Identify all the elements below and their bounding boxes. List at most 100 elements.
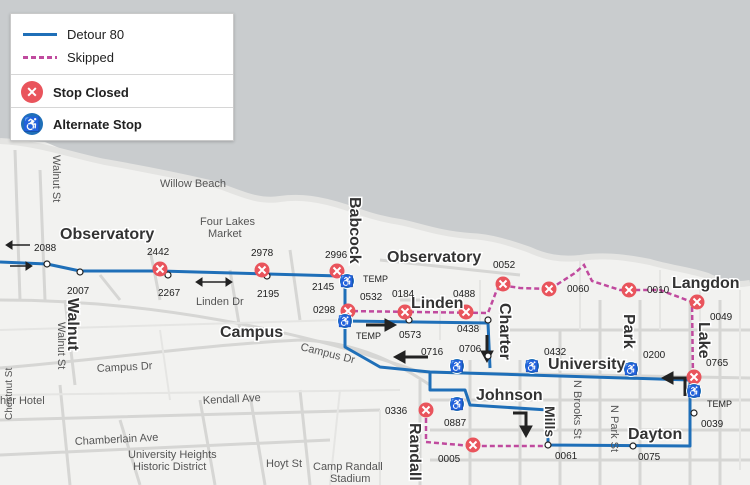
svg-text:0039: 0039 [701,419,724,430]
svg-text:0573: 0573 [399,330,422,341]
svg-text:N Brooks St: N Brooks St [571,380,583,439]
svg-text:0336: 0336 [385,406,408,417]
svg-text:0200: 0200 [643,350,666,361]
svg-text:Historic District: Historic District [133,461,206,473]
svg-text:Chestnut St: Chestnut St [4,368,15,420]
svg-text:Linden Dr: Linden Dr [196,296,244,308]
svg-text:Willow Beach: Willow Beach [160,178,226,190]
stop-closed-icon: ✕ [21,81,43,103]
svg-text:2442: 2442 [147,247,170,258]
legend-stop-closed: ✕ Stop Closed [11,79,233,105]
svg-text:0061: 0061 [555,451,578,462]
svg-text:♿: ♿ [340,275,354,288]
svg-text:0184: 0184 [392,289,415,300]
svg-text:0532: 0532 [360,292,383,303]
svg-text:2996: 2996 [325,250,348,261]
skipped-line-icon [23,55,57,59]
svg-text:Walnut St: Walnut St [50,155,62,202]
legend-stop-closed-label: Stop Closed [53,84,129,100]
svg-text:Randall: Randall [406,423,423,481]
alternate-stop-icon: ♿ [449,396,465,412]
svg-text:her Hotel: her Hotel [0,395,45,407]
svg-text:University Heights: University Heights [128,449,217,461]
svg-text:TEMP: TEMP [356,331,381,341]
stop-closed-icon [686,369,702,385]
svg-text:Market: Market [208,228,242,240]
alternate-stop-icon: ♿ [623,361,639,377]
svg-text:0052: 0052 [493,260,516,271]
svg-text:2088: 2088 [34,243,57,254]
svg-text:♿: ♿ [624,363,638,376]
svg-text:Campus Dr: Campus Dr [97,360,154,375]
svg-text:Walnut St: Walnut St [55,322,67,369]
legend-alternate-stop-label: Alternate Stop [53,116,142,132]
alternate-stop-icon: ♿ [524,358,540,374]
stop-closed-icon [541,281,557,297]
svg-text:Camp Randall: Camp Randall [313,461,383,473]
stop-closed-icon [254,262,270,278]
svg-text:Observatory: Observatory [60,226,154,243]
closed-stops [152,261,705,453]
svg-text:0765: 0765 [706,358,729,369]
svg-text:0005: 0005 [438,454,461,465]
legend-detour-label: Detour 80 [67,26,125,42]
svg-text:♿: ♿ [338,315,352,328]
svg-text:Stadium: Stadium [330,473,370,485]
svg-text:Kendall Ave: Kendall Ave [203,392,261,407]
stop-closed-icon [458,304,474,320]
svg-text:Linden: Linden [411,295,463,312]
svg-text:♿: ♿ [450,398,464,411]
svg-text:Four Lakes: Four Lakes [200,216,256,228]
svg-text:2978: 2978 [251,248,274,259]
svg-text:2267: 2267 [158,288,181,299]
detour-line-icon [23,32,57,36]
legend-skipped: Skipped [11,47,233,67]
svg-text:2007: 2007 [67,286,90,297]
svg-text:Observatory: Observatory [387,249,481,266]
svg-text:Campus: Campus [220,324,283,341]
map-legend: Detour 80 Skipped ✕ Stop Closed ♿ Altern… [10,13,234,141]
svg-text:0438: 0438 [457,324,480,335]
stop-closed-icon [495,276,511,292]
alternate-stop-icon: ♿ [339,273,355,289]
svg-text:Dayton: Dayton [628,426,682,443]
alternate-stop-icon: ♿ [686,383,702,399]
svg-text:Johnson: Johnson [476,387,543,404]
svg-text:Mills: Mills [542,406,558,437]
svg-text:0488: 0488 [453,289,476,300]
svg-text:0887: 0887 [444,418,467,429]
stop-closed-icon [329,263,345,279]
svg-text:0010: 0010 [647,285,670,296]
svg-text:Charter: Charter [496,303,513,360]
stop-closed-icon [152,261,168,277]
svg-text:0716: 0716 [421,347,444,358]
alternate-stop-icon: ♿ [337,313,353,329]
temp-labels: TEMP TEMP TEMP [356,274,732,409]
svg-text:TEMP: TEMP [707,399,732,409]
stop-closed-icon [621,282,637,298]
legend-alternate-stop: ♿ Alternate Stop [11,111,233,137]
svg-text:2145: 2145 [312,282,335,293]
svg-text:0049: 0049 [710,312,733,323]
svg-text:0075: 0075 [638,452,661,463]
svg-text:Hoyt St: Hoyt St [266,458,302,470]
accessible-icon: ♿ [21,113,43,135]
svg-text:Babcock: Babcock [346,197,363,264]
street-labels: Observatory Observatory Walnut Babcock L… [59,196,742,483]
svg-text:University: University [548,356,625,373]
stop-closed-icon [418,402,434,418]
street-grid [0,149,750,485]
svg-text:Walnut: Walnut [64,298,81,351]
svg-text:♿: ♿ [450,360,464,373]
svg-text:0432: 0432 [544,347,567,358]
svg-text:0298: 0298 [313,305,336,316]
alternate-stop-icon: ♿ [449,358,465,374]
stop-closed-icon [465,437,481,453]
svg-text:2195: 2195 [257,289,280,300]
svg-text:Langdon: Langdon [672,275,740,292]
svg-text:Park: Park [620,314,637,349]
svg-text:♿: ♿ [687,385,701,398]
stop-labels: 2088 2007 2442 2267 2978 2195 2996 2145 … [34,243,733,465]
svg-text:N Park St: N Park St [608,405,620,452]
svg-text:Chamberlain Ave: Chamberlain Ave [75,432,159,448]
